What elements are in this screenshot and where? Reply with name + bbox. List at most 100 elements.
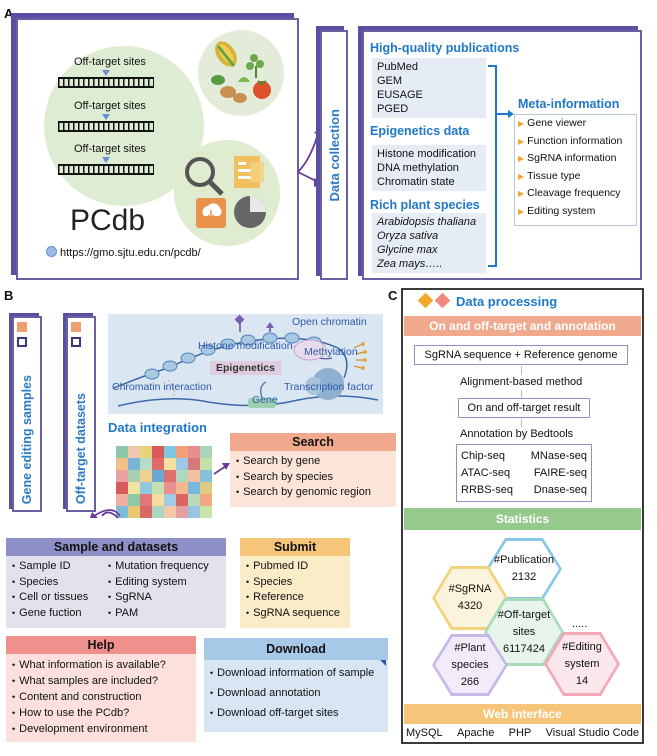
meta-item: ▶Cleavage frequency: [518, 187, 621, 199]
publication-list: PubMed GEM EUSAGE PGED: [372, 58, 486, 118]
search-item[interactable]: Search by gene: [236, 454, 390, 470]
sample-item: Editing system: [108, 575, 209, 591]
track-label: Dnase-seq: [533, 484, 587, 496]
submit-item: Pubmed ID: [246, 559, 344, 575]
off-target-label-3: Off-target sites: [74, 143, 146, 155]
statistics-bar: Statistics: [404, 508, 641, 530]
panel-letter-b: B: [4, 288, 14, 303]
download-corner: [380, 660, 386, 666]
flow-arrow: [521, 390, 522, 398]
epigenetics-label: Epigenetics: [210, 361, 281, 375]
submit-card[interactable]: Submit Pubmed ID Species Reference SgRNA…: [240, 538, 350, 628]
heatmap: [116, 446, 212, 518]
sample-item: Cell or tissues: [12, 590, 100, 606]
submit-title: Submit: [240, 538, 350, 556]
pcdb-url[interactable]: https://gmo.sjtu.edu.cn/pcdb/: [46, 246, 201, 259]
heatmap-cell: [140, 446, 152, 458]
heatmap-cell: [188, 506, 200, 518]
sample-item: PAM: [108, 606, 209, 622]
tech-item: MySQL: [406, 727, 443, 739]
flow-arrow: [521, 366, 522, 375]
square-icon: [17, 337, 27, 347]
track-label: Chip-seq: [461, 450, 506, 462]
search-card[interactable]: Search Search by gene Search by species …: [230, 433, 396, 507]
heatmap-cell: [116, 446, 128, 458]
download-item[interactable]: Download information of sample: [210, 663, 382, 683]
track-label: RRBS-seq: [461, 484, 513, 496]
help-item[interactable]: How to use the PCdb?: [12, 705, 190, 721]
heatmap-cell: [152, 470, 164, 482]
heatmap-cell: [140, 494, 152, 506]
download-item[interactable]: Download off-target sites: [210, 703, 382, 723]
track-label: ATAC-seq: [461, 467, 511, 479]
heatmap-cell: [188, 458, 200, 470]
heatmap-cell: [140, 506, 152, 518]
heatmap-cell: [176, 506, 188, 518]
open-chromatin-label: Open chromatin: [292, 316, 367, 328]
sample-item: Mutation frequency: [108, 559, 209, 575]
dna-strand-3: [58, 164, 154, 175]
search-item[interactable]: Search by species: [236, 470, 390, 486]
download-title: Download: [204, 638, 388, 660]
heatmap-cell: [164, 494, 176, 506]
track-label: FAIRE-seq: [533, 467, 587, 479]
list-item: PubMed: [377, 61, 418, 73]
help-card[interactable]: Help What information is available? What…: [6, 636, 196, 742]
heatmap-cell: [128, 494, 140, 506]
off-target-label-2: Off-target sites: [74, 100, 146, 112]
heatmap-cell: [200, 494, 212, 506]
track-label: MNase-seq: [530, 450, 587, 462]
result-box: On and off-target result: [458, 398, 590, 418]
download-item[interactable]: Download annotation: [210, 683, 382, 703]
plants-icon: [211, 41, 271, 103]
square-icon: [17, 322, 27, 332]
download-card[interactable]: Download Download information of sample …: [204, 638, 388, 732]
off-target-box: Off-target datasets: [66, 316, 96, 512]
tech-item: Visual Studio Code: [545, 727, 639, 739]
sample-item: SgRNA: [108, 590, 209, 606]
heatmap-cell: [176, 494, 188, 506]
gene-label: Gene: [252, 394, 278, 406]
list-item: Histone modification: [377, 148, 477, 160]
integration-arrows: [90, 463, 230, 519]
panel-letter-a: A: [4, 6, 14, 21]
meta-heading: Meta-information: [518, 97, 620, 111]
analysis-circle: [174, 140, 280, 246]
heatmap-cell: [140, 482, 152, 494]
sample-card[interactable]: Sample and datasets Sample ID Species Ce…: [6, 538, 226, 628]
list-item: Arabidopsis thaliana: [377, 216, 477, 228]
list-item: Chromatin state: [377, 176, 455, 188]
epigenetics-list: Histone modification DNA methylation Chr…: [372, 145, 486, 191]
help-item[interactable]: What information is available?: [12, 657, 190, 673]
heatmap-cell: [116, 458, 128, 470]
square-icon: [71, 337, 81, 347]
submit-item: Species: [246, 575, 344, 591]
annotation-bar: On and off-target and annotation: [404, 316, 641, 336]
epigenetics-heading: Epigenetics data: [370, 124, 470, 138]
sample-item: Species: [12, 575, 100, 591]
heatmap-cell: [140, 458, 152, 470]
heatmap-cell: [200, 470, 212, 482]
heatmap-cell: [200, 458, 212, 470]
globe-icon: [46, 246, 57, 257]
heatmap-cell: [188, 446, 200, 458]
heatmap-cell: [128, 446, 140, 458]
heatmap-cell: [116, 482, 128, 494]
species-heading: Rich plant species: [370, 198, 480, 212]
help-item[interactable]: Development environment: [12, 721, 190, 737]
tech-item: PHP: [508, 727, 532, 739]
pcdb-title: PCdb: [70, 204, 146, 237]
search-item[interactable]: Search by genomic region: [236, 485, 390, 501]
heatmap-cell: [188, 470, 200, 482]
url-text[interactable]: https://gmo.sjtu.edu.cn/pcdb/: [60, 247, 201, 259]
analysis-icon: [185, 156, 266, 228]
heatmap-cell: [140, 470, 152, 482]
heatmap-cell: [152, 482, 164, 494]
heatmap-cell: [176, 482, 188, 494]
help-item[interactable]: Content and construction: [12, 689, 190, 705]
heatmap-cell: [200, 482, 212, 494]
data-integration-label: Data integration: [108, 420, 207, 435]
meta-item: ▶Function information: [518, 134, 623, 147]
help-item[interactable]: What samples are included?: [12, 673, 190, 689]
